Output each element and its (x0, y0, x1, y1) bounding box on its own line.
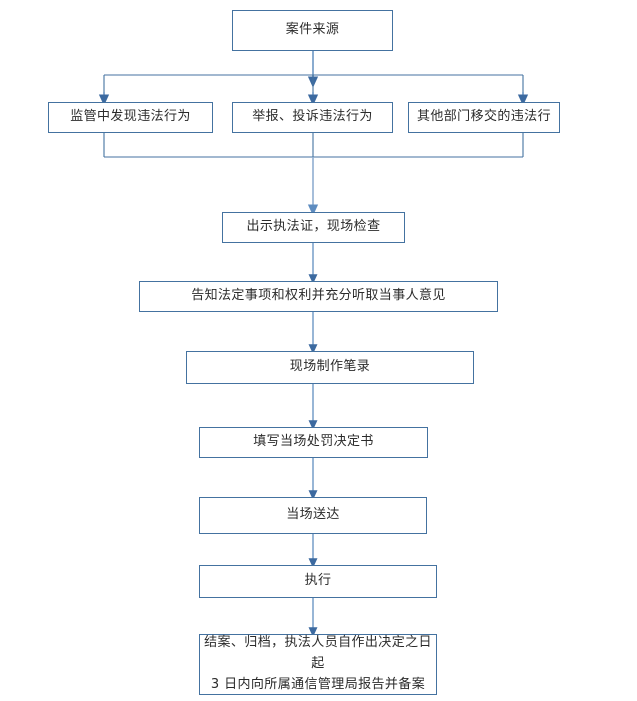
node-inform-rights[interactable]: 告知法定事项和权利并充分听取当事人意见 (139, 281, 498, 312)
node-source-supervision[interactable]: 监管中发现违法行为 (48, 102, 213, 133)
node-fill-decision[interactable]: 填写当场处罚决定书 (199, 427, 428, 458)
node-close-file[interactable]: 结案、归档，执法人员自作出决定之日起 3 日内向所属通信管理局报告并备案 (199, 634, 437, 695)
node-label: 现场制作笔录 (289, 359, 371, 375)
node-label: 执行 (304, 573, 332, 589)
node-make-record[interactable]: 现场制作笔录 (186, 351, 474, 384)
node-label: 结案、归档，执法人员自作出决定之日起 3 日内向所属通信管理局报告并备案 (204, 635, 432, 692)
node-execute[interactable]: 执行 (199, 565, 437, 598)
node-case-source[interactable]: 案件来源 (232, 10, 393, 51)
node-source-transfer[interactable]: 其他部门移交的违法行 (408, 102, 560, 133)
node-label: 举报、投诉违法行为 (252, 109, 373, 125)
node-label: 填写当场处罚决定书 (253, 434, 374, 450)
node-label: 当场送达 (286, 507, 340, 523)
node-label: 监管中发现违法行为 (70, 109, 191, 125)
node-label: 其他部门移交的违法行 (416, 109, 551, 125)
node-source-report[interactable]: 举报、投诉违法行为 (232, 102, 393, 133)
node-show-credentials[interactable]: 出示执法证，现场检查 (222, 212, 405, 243)
node-label: 案件来源 (285, 22, 340, 38)
node-on-site-delivery[interactable]: 当场送达 (199, 497, 427, 534)
node-label: 出示执法证，现场检查 (246, 219, 381, 235)
node-label: 告知法定事项和权利并充分听取当事人意见 (191, 288, 446, 304)
